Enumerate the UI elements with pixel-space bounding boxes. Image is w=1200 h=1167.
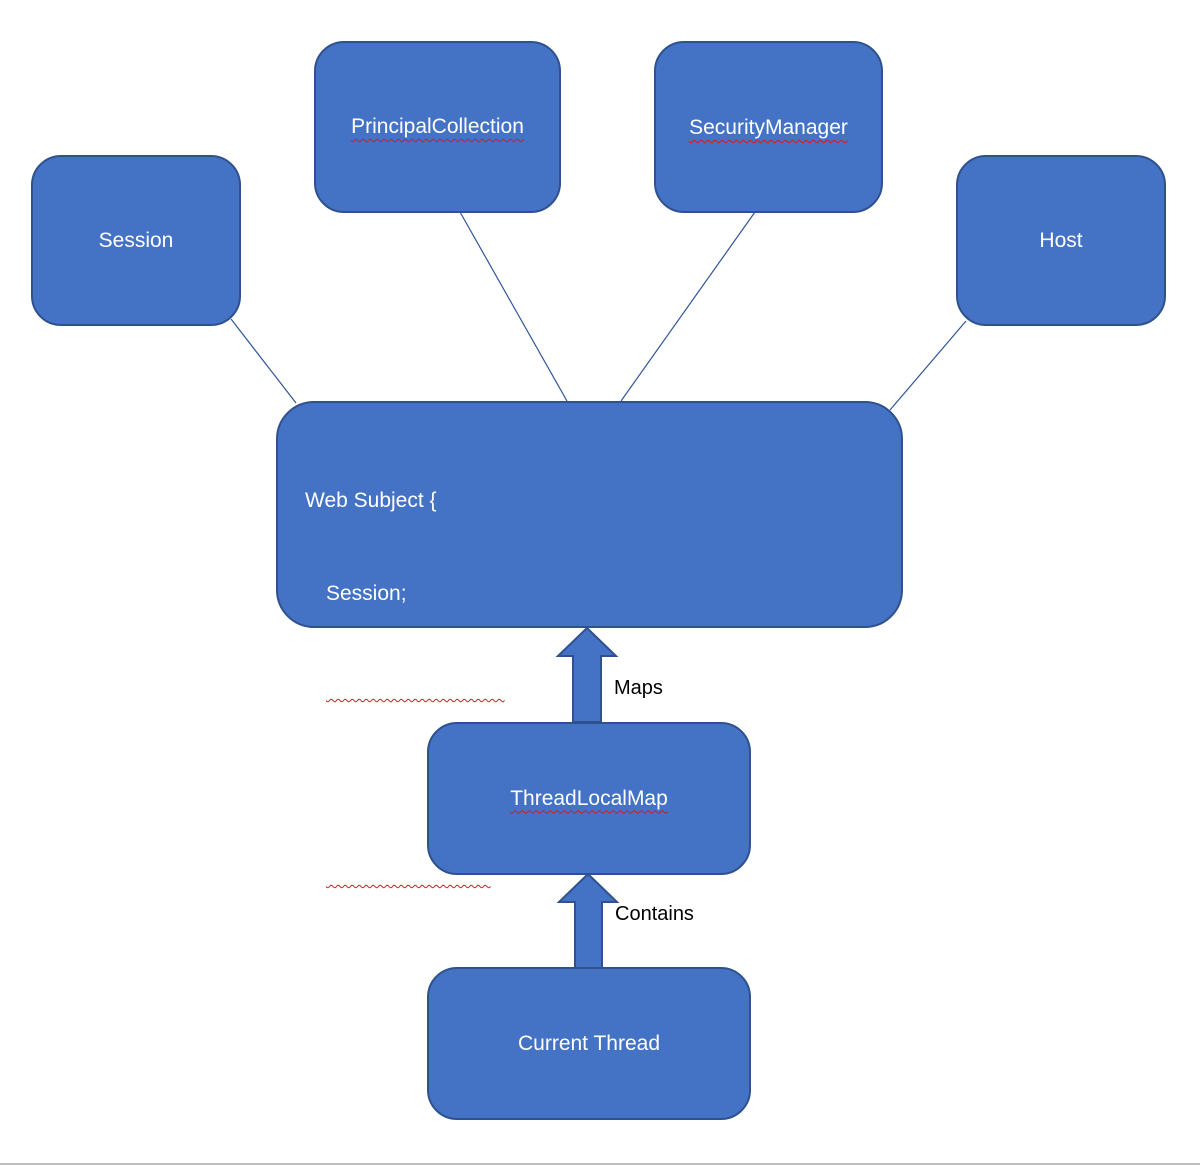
current-thread-node: Current Thread: [427, 967, 751, 1120]
web-subject-line-open: Web Subject {: [305, 489, 437, 512]
session-node-label: Session: [98, 228, 174, 252]
thread-local-map-node: ThreadLocalMap: [427, 722, 751, 875]
session-node: Session: [31, 155, 241, 326]
connector-securitymanager-websubject: [620, 211, 756, 402]
web-subject-line-close: }: [305, 954, 313, 977]
host-node-label: Host: [1039, 228, 1083, 252]
connector-principalcollection-websubject: [459, 211, 568, 402]
connector-host-websubject: [889, 320, 967, 411]
security-manager-node: SecurityManager: [654, 41, 883, 213]
web-subject-line-session: Session;: [326, 582, 407, 605]
current-thread-node-label: Current Thread: [517, 1031, 661, 1055]
security-manager-node-label: SecurityManager: [689, 116, 848, 139]
web-subject-line-principalcollection: PrincipalCollection;: [326, 675, 505, 698]
thread-local-map-node-label: ThreadLocalMap: [510, 786, 668, 810]
bottom-divider: [0, 1163, 1200, 1165]
host-node: Host: [956, 155, 1166, 326]
contains-arrow: [556, 872, 620, 969]
principal-collection-node-label: PrincipalCollection: [351, 115, 524, 138]
web-subject-line-host: Host;: [326, 768, 376, 791]
principal-collection-node: PrincipalCollection: [314, 41, 561, 213]
maps-arrow: [555, 626, 619, 723]
contains-label: Contains: [615, 903, 694, 925]
maps-label: Maps: [614, 677, 663, 699]
web-subject-node: Web Subject { Session; PrincipalCollecti…: [276, 401, 903, 977]
connector-session-websubject: [230, 318, 297, 404]
